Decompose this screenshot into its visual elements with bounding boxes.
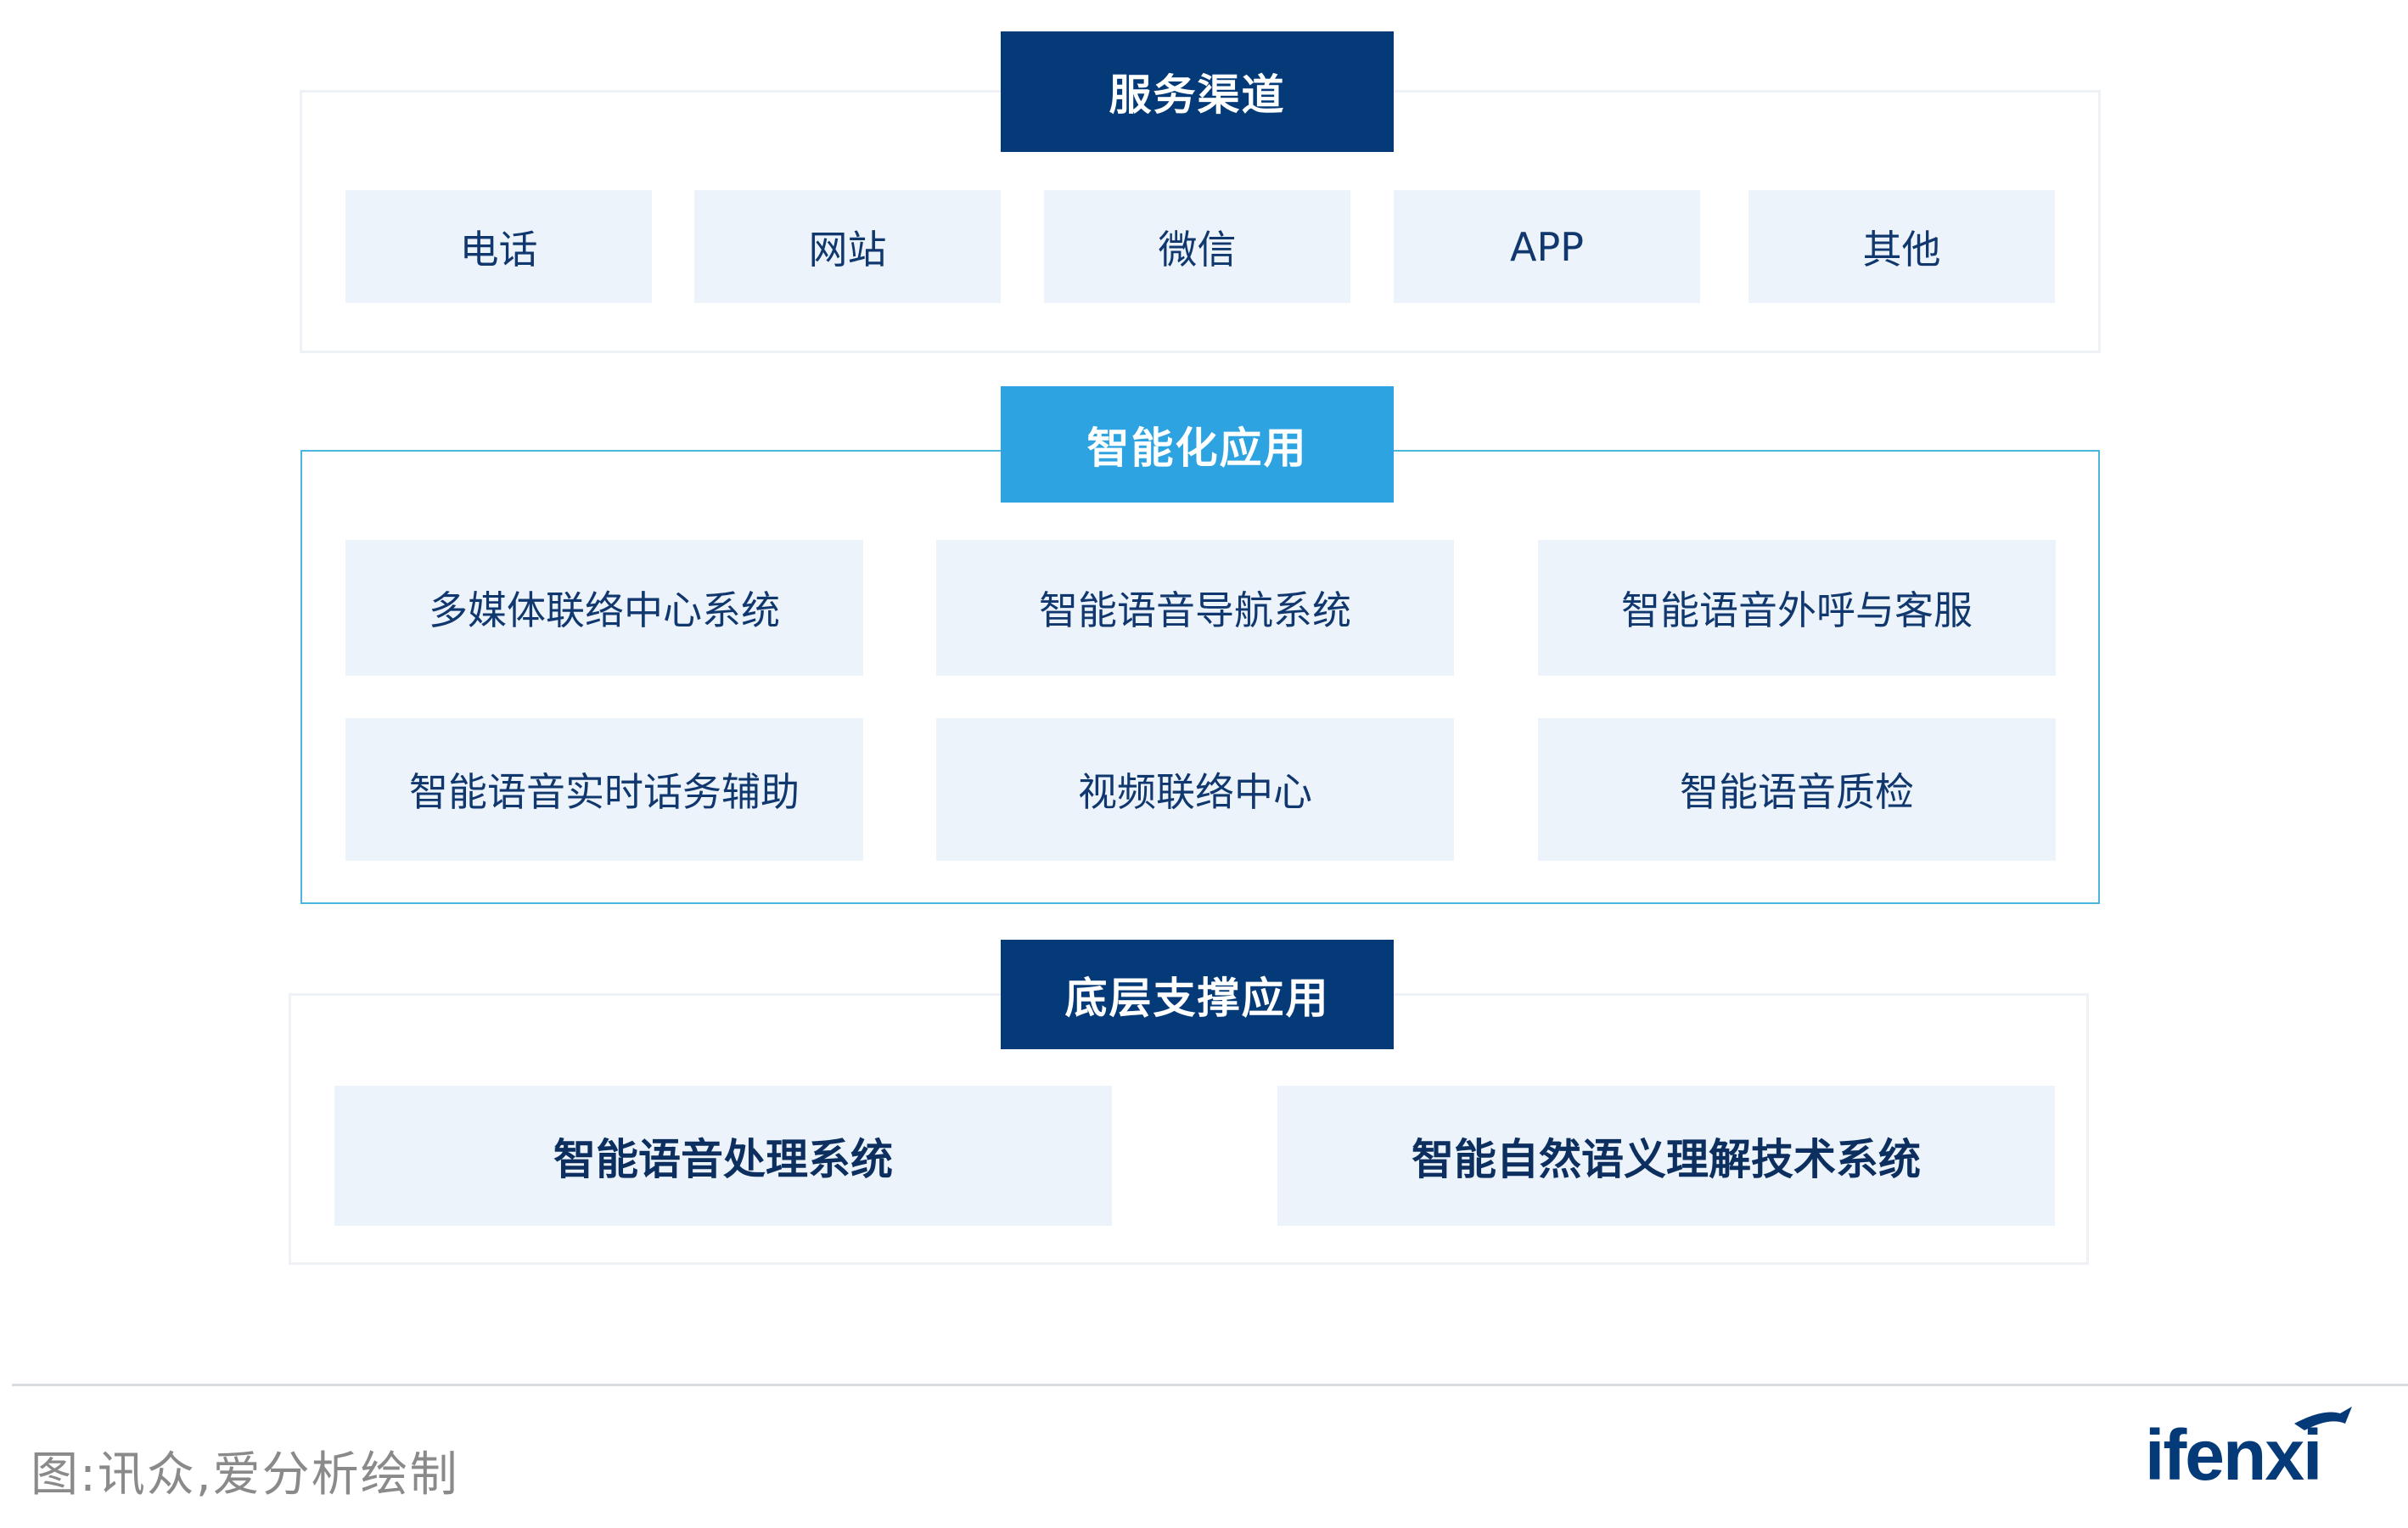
app-voice-navigation: 智能语音导航系统 — [936, 540, 1454, 676]
infra-voice-processing: 智能语音处理系统 — [334, 1086, 1112, 1226]
infra-nlu-system: 智能自然语义理解技术系统 — [1277, 1086, 2055, 1226]
channels-header: 服务渠道 — [1001, 31, 1394, 152]
infrastructure-header: 底层支撑应用 — [1001, 940, 1394, 1049]
ifenxi-logo-text: ifenxi — [2145, 1415, 2321, 1495]
channel-wechat: 微信 — [1044, 190, 1350, 303]
channel-phone: 电话 — [345, 190, 652, 303]
app-realtime-call-assist: 智能语音实时话务辅助 — [345, 718, 863, 861]
app-video-contact-center: 视频联络中心 — [936, 718, 1454, 861]
channel-app: APP — [1394, 190, 1700, 303]
smart-apps-header: 智能化应用 — [1001, 386, 1394, 503]
app-voice-quality-inspection: 智能语音质检 — [1538, 718, 2056, 861]
footer-divider — [12, 1384, 2408, 1386]
logo-swoosh-icon — [2294, 1407, 2352, 1430]
channel-other: 其他 — [1748, 190, 2055, 303]
ifenxi-logo: ifenxi — [2145, 1407, 2352, 1495]
channel-website: 网站 — [694, 190, 1001, 303]
app-voice-outbound-service: 智能语音外呼与客服 — [1538, 540, 2056, 676]
source-caption: 图:讯众,爱分析绘制 — [31, 1447, 459, 1503]
app-multimedia-contact-center: 多媒体联络中心系统 — [345, 540, 863, 676]
